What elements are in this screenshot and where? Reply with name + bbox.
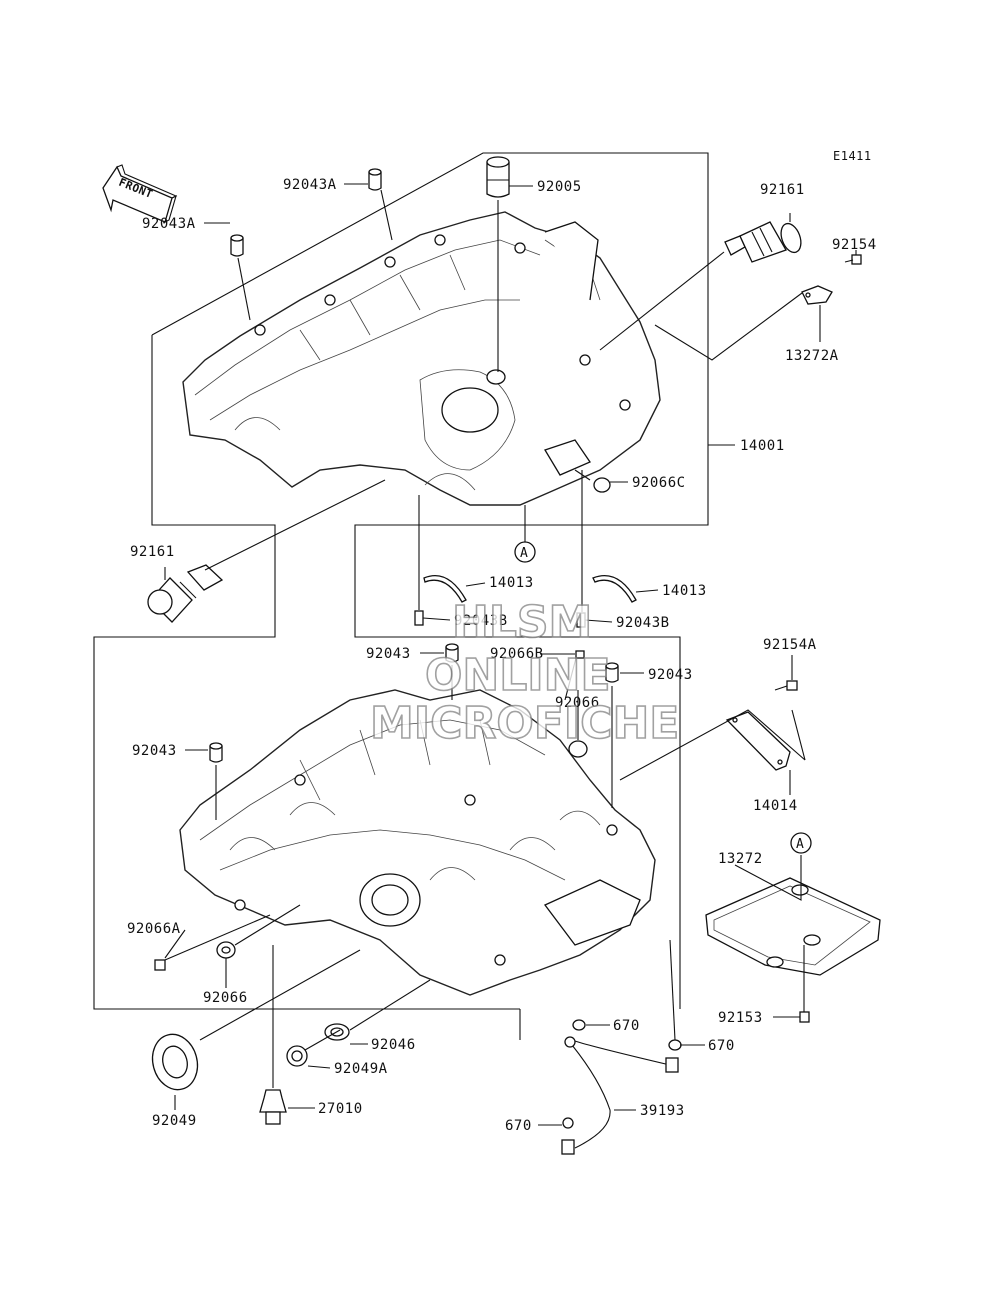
part-label: 92043A	[142, 216, 196, 232]
reference-circle-a-lower: A	[790, 832, 812, 854]
dowel-92043a-top	[368, 168, 382, 191]
bolt-92154	[844, 254, 862, 265]
part-label: 14013	[662, 583, 707, 599]
part-label: 92043B	[616, 615, 670, 631]
part-label: 27010	[318, 1101, 363, 1117]
part-label: 670	[505, 1118, 532, 1134]
part-label: 92005	[537, 179, 582, 195]
part-label: 92161	[760, 182, 805, 198]
bolt-92153	[799, 1011, 810, 1023]
front-arrow-icon: FRONT	[102, 164, 178, 223]
plug-92066-center	[568, 740, 588, 758]
part-label: 14014	[753, 798, 798, 814]
dowel-92043-a	[445, 643, 459, 663]
part-label: 92043	[366, 646, 411, 662]
watermark-line3: MICROFICHE	[370, 698, 679, 749]
part-label: 39193	[640, 1103, 685, 1119]
switch-27010	[259, 1089, 287, 1125]
plate-13272a	[801, 285, 833, 305]
seal-92049	[151, 1033, 199, 1091]
sleeve-92005	[486, 156, 510, 198]
circle-a-lower-label: A	[796, 837, 804, 852]
lower-crankcase	[179, 689, 656, 996]
dowel-92043-c	[209, 742, 223, 763]
leader-lines	[164, 183, 857, 1126]
part-label: 92161	[130, 544, 175, 560]
part-label: 92043A	[283, 177, 337, 193]
part-label: 92066C	[632, 475, 686, 491]
part-label: 670	[708, 1038, 735, 1054]
part-label: 92066	[555, 695, 600, 711]
part-label: 92049	[152, 1113, 197, 1129]
shaft-92161-left	[147, 564, 224, 623]
part-label: 92066	[203, 990, 248, 1006]
part-label: 92043B	[454, 613, 508, 629]
part-label: 14013	[489, 575, 534, 591]
washer-670-bottom	[562, 1117, 574, 1129]
dowel-92043a-left	[230, 234, 244, 257]
small-parts: A A	[147, 156, 881, 1155]
upper-crankcase	[182, 211, 661, 506]
bearing-shell-14013-left	[423, 574, 467, 603]
plug-92066-lower	[216, 941, 236, 959]
dowel-92043b-left	[414, 610, 424, 626]
bolt-92154a	[774, 680, 798, 691]
part-label: 92066B	[490, 646, 544, 662]
diagram-code: E1411	[833, 149, 872, 163]
circle-a-upper-label: A	[520, 546, 528, 561]
washer-670-top	[572, 1019, 586, 1031]
part-label: 92066A	[127, 921, 181, 937]
part-label: 670	[613, 1018, 640, 1034]
part-label: 13272	[718, 851, 763, 867]
plug-92066a	[154, 959, 166, 971]
pipe-39193	[561, 1036, 679, 1155]
part-label: 92154A	[763, 637, 817, 653]
seal-92049a	[286, 1045, 308, 1067]
part-label: 92046	[371, 1037, 416, 1053]
part-label: 92154	[832, 237, 877, 253]
part-label: 92049A	[334, 1061, 388, 1077]
bounding-lines	[93, 152, 709, 1040]
watermark-line1: HLSM	[452, 597, 592, 648]
plug-92066c	[593, 477, 611, 493]
part-labels: E1411 92043A 92005 92161 92043A 92154 13…	[127, 149, 877, 1134]
cover-13272	[705, 877, 881, 976]
watermark-line2: ONLINE	[425, 650, 611, 701]
shaft-92161-upper	[724, 221, 802, 263]
part-label: 14001	[740, 438, 785, 454]
plug-92066b	[575, 650, 585, 659]
part-label: 92043	[648, 667, 693, 683]
watermark: HLSM ONLINE MICROFICHE	[369, 596, 680, 750]
part-label: 92153	[718, 1010, 763, 1026]
bearing-shell-14013-right	[592, 574, 637, 603]
washer-670-right	[668, 1039, 682, 1051]
part-label: 13272A	[785, 348, 839, 364]
reference-circle-a-upper: A	[514, 541, 536, 563]
dowel-92043-b	[605, 662, 619, 683]
part-label: 92043	[132, 743, 177, 759]
plate-14014	[725, 711, 791, 771]
